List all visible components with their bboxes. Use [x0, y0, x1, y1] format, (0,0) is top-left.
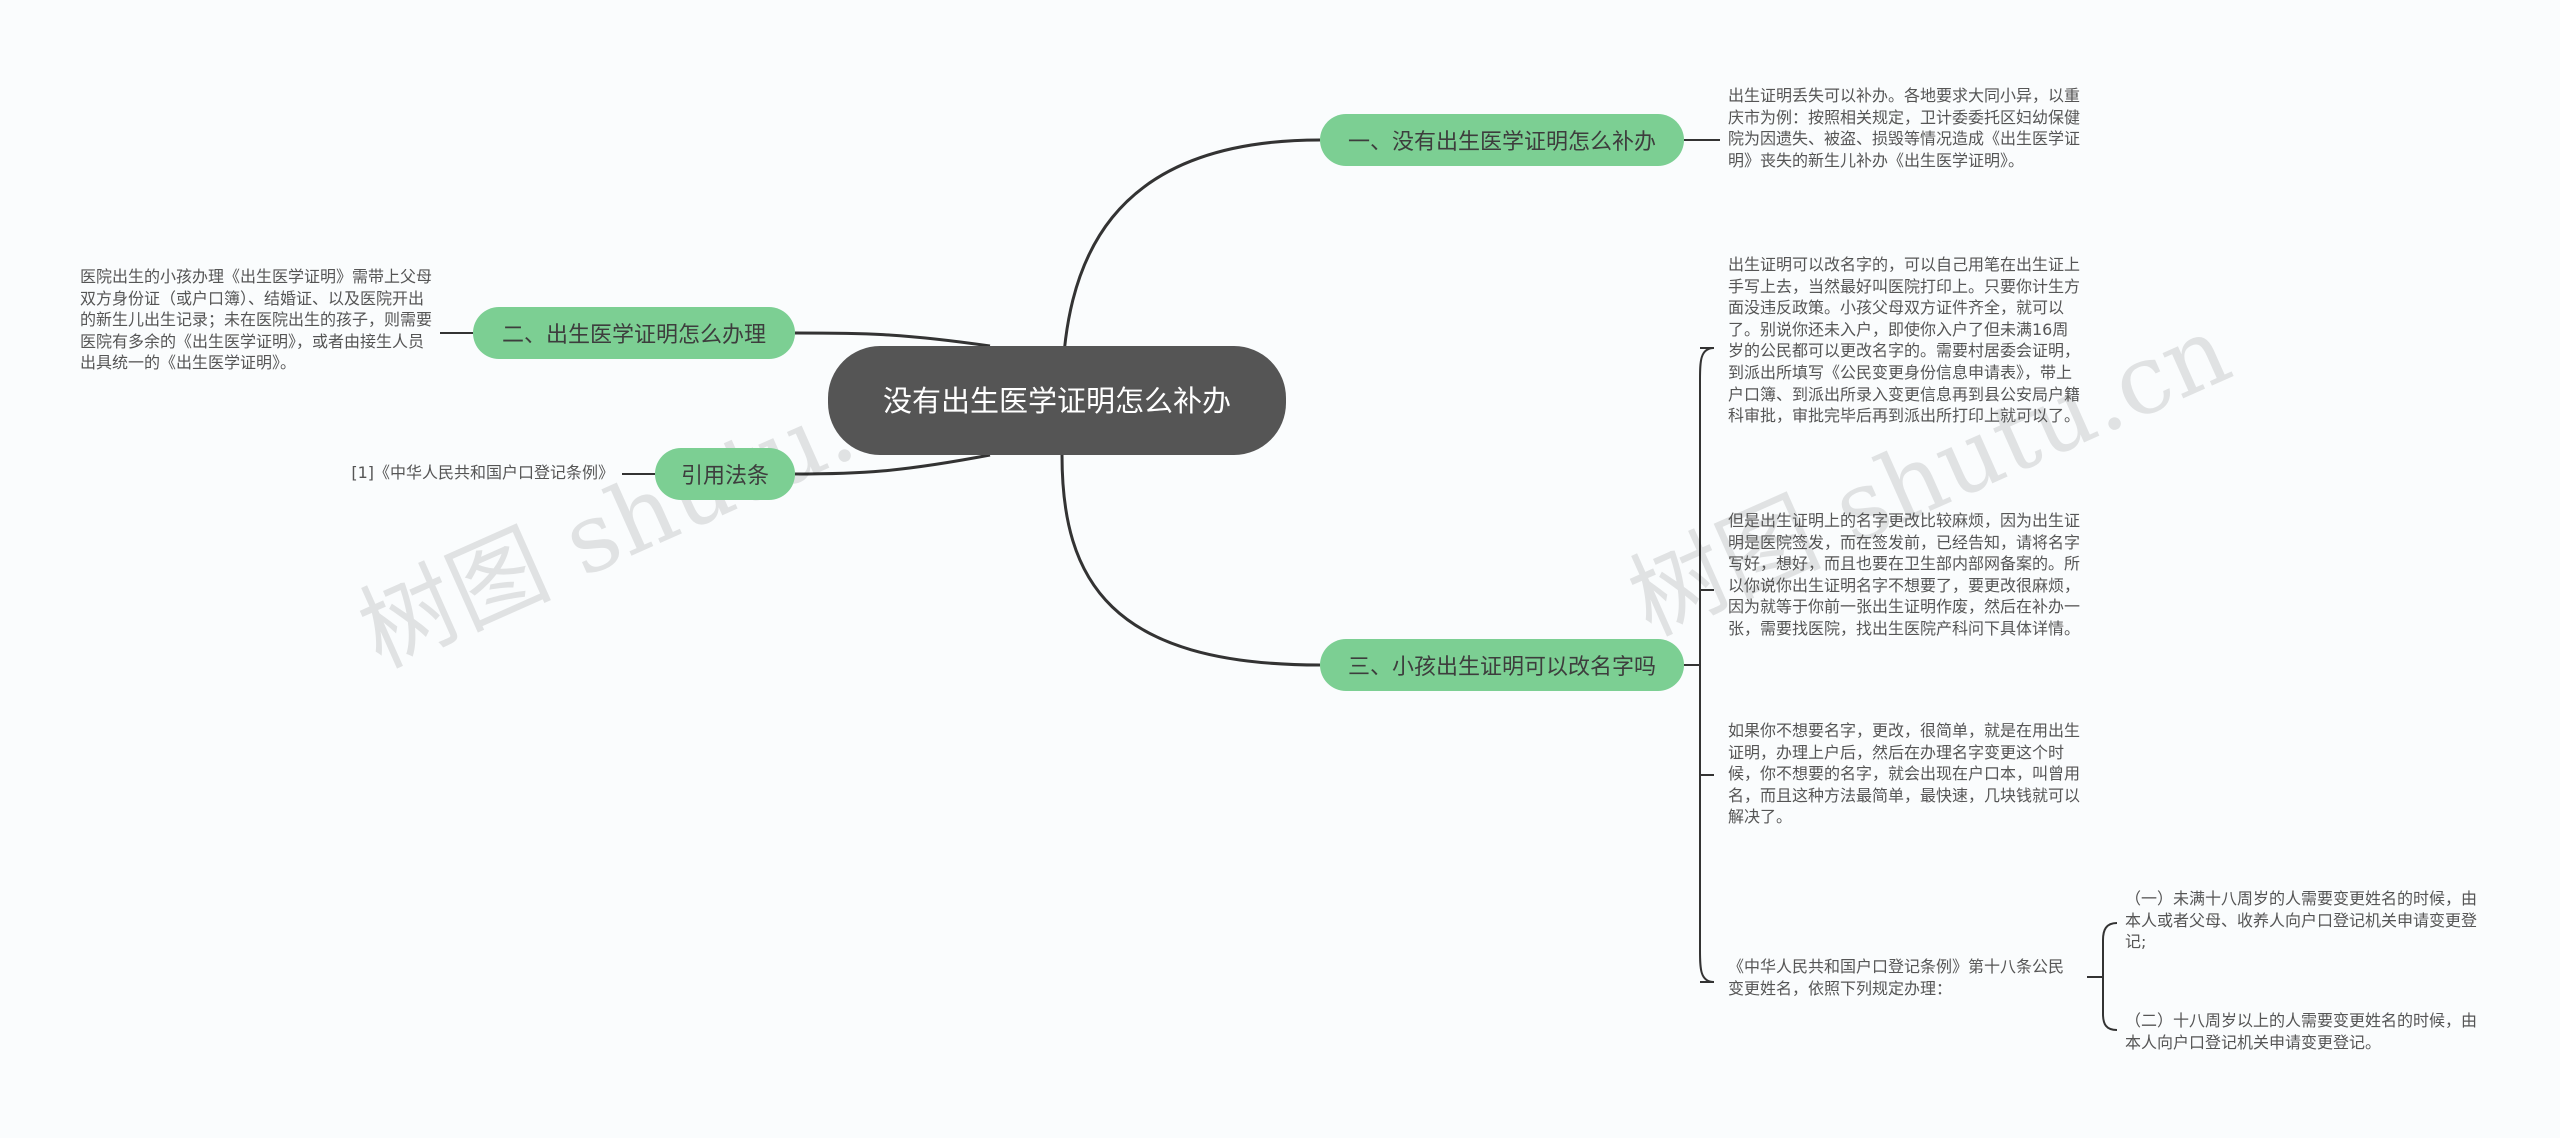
b1-note: 出生证明丢失可以补办。各地要求大同小异，以重庆市为例：按照相关规定，卫计委委托区…: [1728, 86, 2081, 170]
root-topic[interactable]: 没有出生医学证明怎么补办: [828, 346, 1286, 455]
b4-note: [1]《中华人民共和国户口登记条例》: [351, 463, 614, 482]
branch-b2-label: 二、出生医学证明怎么办理: [501, 323, 766, 348]
root-topic-label: 没有出生医学证明怎么补办: [882, 383, 1231, 418]
connector-root-b1: [1060, 138, 1321, 401]
branch-b1-label: 一、没有出生医学证明怎么补办: [1347, 130, 1656, 155]
connector-root-b2: [794, 331, 991, 348]
branch-b4-label: 引用法条: [680, 464, 769, 489]
b3-sub-note-1: （一）未满十八周岁的人需要变更姓名的时候，由本人或者父母、收养人向户口登记机关申…: [2125, 889, 2478, 952]
b3-note-1: 出生证明可以改名字的，可以自己用笔在出生证上手写上去，当然最好叫医院打印上。只要…: [1728, 255, 2081, 426]
connector-b3-bracket: [1684, 347, 1715, 983]
b3-sub-note-2: （二）十八周岁以上的人需要变更姓名的时候，由本人向户口登记机关申请变更登记。: [2125, 1011, 2478, 1052]
b3-note-2: 但是出生证明上的名字更改比较麻烦，因为出生证明是医院签发，而在签发前，已经告知，…: [1728, 511, 2081, 638]
connector-root-b4: [794, 453, 991, 476]
branch-b3-label: 三、小孩出生证明可以改名字吗: [1347, 655, 1656, 680]
branch-b3[interactable]: 三、小孩出生证明可以改名字吗: [1320, 639, 1684, 691]
connector-sub-bracket: [2087, 922, 2118, 1031]
b3-note-3: 如果你不想要名字，更改，很简单，就是在用出生证明，办理上户后，然后在办理名字变更…: [1728, 721, 2081, 827]
branch-b2[interactable]: 二、出生医学证明怎么办理: [473, 307, 795, 359]
branch-b4[interactable]: 引用法条: [655, 448, 795, 500]
connector-root-b3: [1060, 454, 1321, 667]
b3-note-4: 《中华人民共和国户口登记条例》第十八条公民变更姓名，依照下列规定办理：: [1728, 957, 2065, 998]
b2-note: 医院出生的小孩办理《出生医学证明》需带上父母双方身份证（或户口簿）、结婚证、以及…: [80, 267, 433, 373]
branch-b1[interactable]: 一、没有出生医学证明怎么补办: [1320, 114, 1684, 166]
